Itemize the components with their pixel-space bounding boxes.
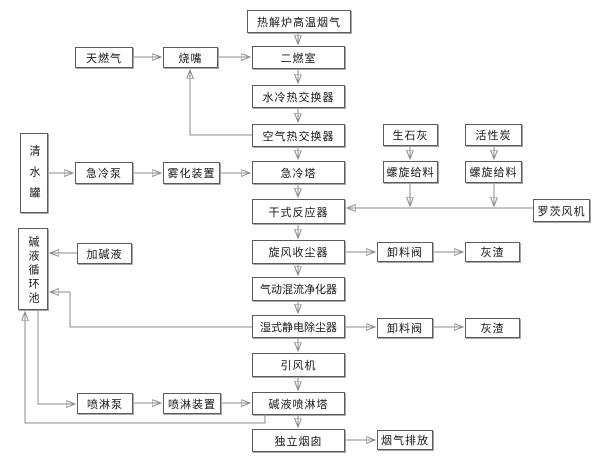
node-burner: 烧嘴 [163,47,218,68]
node-natural-gas: 天燃气 [75,47,133,68]
node-screw-feeder-carbon: 螺旋给料 [465,161,522,183]
node-atomizer: 雾化装置 [163,162,220,184]
node-induced-draft-fan: 引风机 [252,353,345,377]
node-alkali-spray-tower: 碱液喷淋塔 [252,392,345,415]
flow-arrow [190,71,252,136]
node-screw-feeder-lime: 螺旋给料 [383,161,438,183]
flow-arrow [37,310,74,404]
node-ash-residue-1: 灰渣 [465,242,520,262]
node-spray-pump: 喷淋泵 [77,393,133,414]
node-clean-water-tank: 清水罐 [20,133,48,213]
node-dry-reactor: 干式反应器 [252,199,345,224]
node-quicklime: 生石灰 [383,124,438,146]
node-alkali-feed: 加碱液 [77,243,132,264]
node-quench-pump: 急冷泵 [75,162,133,184]
node-wet-electrostatic-precipitator: 湿式静电除尘器 [252,315,345,338]
node-independent-chimney: 独立烟囱 [252,429,345,452]
node-roots-blower: 罗茨风机 [533,199,590,222]
node-activated-carbon: 活性炭 [465,124,522,146]
node-discharge-valve-2: 卸料阀 [377,318,433,338]
node-air-heat-exchanger: 空气热交换器 [252,124,345,147]
node-pyrolysis-flue-gas: 热解炉高温烟气 [247,10,351,33]
flow-arrow [51,292,252,328]
node-alkali-circulation-pool: 碱液循环池 [18,228,48,310]
node-quench-tower: 急冷塔 [252,161,345,184]
node-pneumatic-mixed-flow-purifier: 气动混流净化器 [252,277,345,301]
flow-arrow [25,313,266,424]
node-cyclone-dust-collector: 旋风收尘器 [252,240,345,264]
node-discharge-valve-1: 卸料阀 [377,242,433,262]
node-secondary-combustion-chamber: 二燃室 [252,46,345,69]
node-water-cooled-heat-exchanger: 水冷热交换器 [252,85,345,108]
node-flue-gas-emission: 烟气排放 [377,430,433,450]
node-spray-device: 喷淋装置 [163,393,221,414]
node-ash-residue-2: 灰渣 [465,318,520,338]
